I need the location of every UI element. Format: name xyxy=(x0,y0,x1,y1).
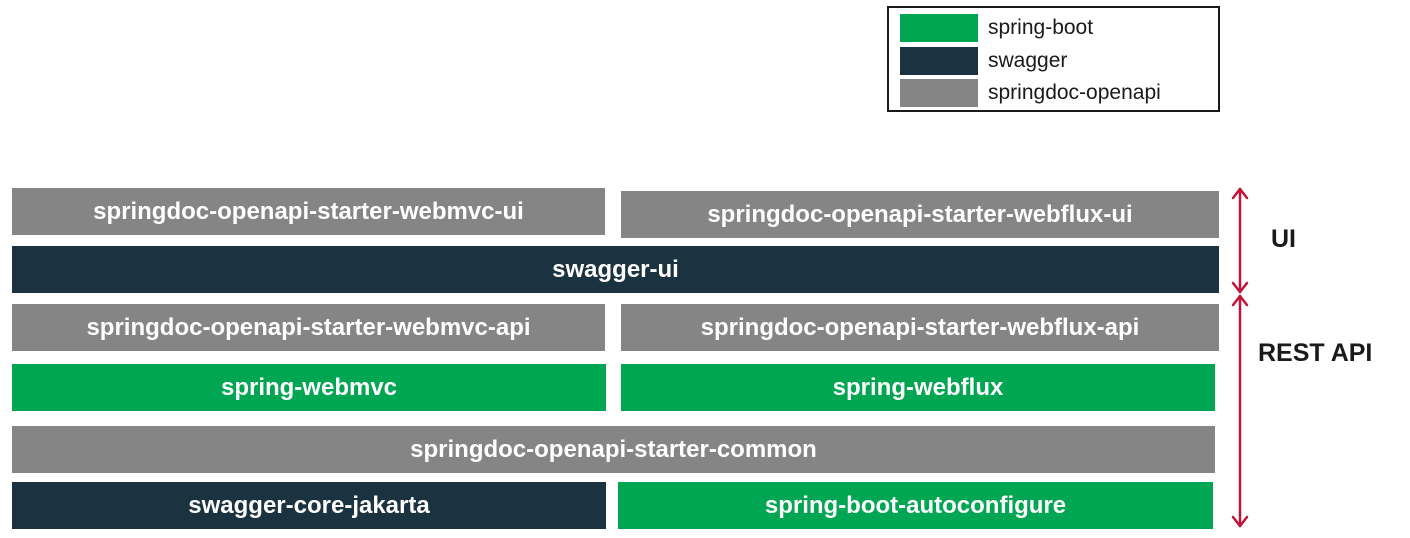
autoconfigure-block: spring-boot-autoconfigure xyxy=(618,482,1213,529)
webmvc-ui-block: springdoc-openapi-starter-webmvc-ui xyxy=(12,188,605,235)
legend-label: swagger xyxy=(988,49,1068,72)
spring-webmvc-block: spring-webmvc xyxy=(12,364,606,411)
webflux-ui-block: springdoc-openapi-starter-webflux-ui xyxy=(621,191,1219,238)
swagger-core-block: swagger-core-jakarta xyxy=(12,482,606,529)
swagger-ui-block: swagger-ui xyxy=(12,246,1219,293)
dark-swatch-icon xyxy=(900,47,978,75)
legend-label: springdoc-openapi xyxy=(988,81,1161,104)
legend-item-spring-boot: spring-boot xyxy=(900,14,1093,42)
webflux-api-block: springdoc-openapi-starter-webflux-api xyxy=(621,304,1219,351)
gray-swatch-icon xyxy=(900,79,978,107)
ui-arrow-head-bottom xyxy=(1231,281,1249,294)
legend-label: spring-boot xyxy=(988,16,1094,39)
legend-item-springdoc-openapi: springdoc-openapi xyxy=(900,79,1161,107)
ui-arrow-head-top xyxy=(1231,187,1249,200)
section-arrows xyxy=(1231,187,1249,528)
ui-section-label: UI xyxy=(1271,225,1296,253)
rest-api-section-label: REST API xyxy=(1258,339,1373,367)
green-swatch-icon xyxy=(900,14,978,42)
legend-item-swagger: swagger xyxy=(900,47,1067,75)
spring-webflux-block: spring-webflux xyxy=(621,364,1215,411)
legend: spring-boot swagger springdoc-openapi xyxy=(887,6,1220,112)
common-block: springdoc-openapi-starter-common xyxy=(12,426,1215,473)
rest-arrow-head-top xyxy=(1231,294,1249,307)
rest-arrow-head-bottom xyxy=(1231,515,1249,528)
webmvc-api-block: springdoc-openapi-starter-webmvc-api xyxy=(12,304,605,351)
